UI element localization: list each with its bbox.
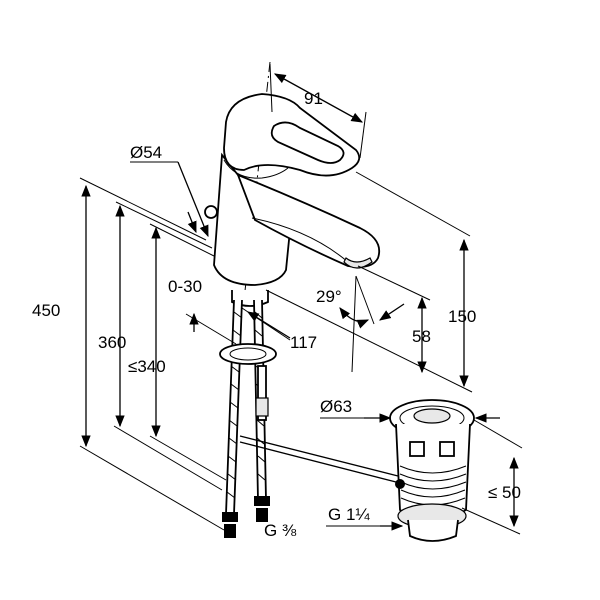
spout-aerator bbox=[343, 257, 373, 269]
hose-left bbox=[225, 299, 243, 515]
label-450: 450 bbox=[32, 301, 60, 320]
dim-54-line bbox=[177, 161, 209, 238]
label-g-1-1-4: G 1¼ bbox=[328, 505, 370, 524]
drain-plug bbox=[413, 408, 451, 424]
faucet-column bbox=[213, 152, 291, 286]
washer-inner bbox=[229, 347, 267, 361]
faucet-spout bbox=[236, 173, 381, 268]
label-g-3-8: G ⅜ bbox=[264, 521, 297, 540]
dimension-lines bbox=[79, 63, 523, 535]
label-340: ≤340 bbox=[128, 357, 166, 376]
lever-slot bbox=[270, 121, 345, 164]
label-117: 117 bbox=[290, 333, 317, 352]
hose-fitting-right bbox=[254, 496, 270, 522]
label-29-deg: 29° bbox=[316, 287, 342, 306]
dim-91-line bbox=[273, 73, 364, 123]
supply-hoses bbox=[219, 299, 399, 538]
label-150: 150 bbox=[448, 307, 476, 326]
dim-29-arc bbox=[339, 307, 370, 329]
handle-base-ring bbox=[223, 159, 289, 179]
mounting-rod bbox=[257, 365, 267, 421]
spout-edge bbox=[251, 217, 349, 263]
pop-up-linkage bbox=[395, 479, 405, 489]
mounting-washer bbox=[219, 343, 277, 365]
label-58: 58 bbox=[412, 327, 431, 346]
pop-up-rod bbox=[239, 435, 399, 477]
pop-up-knob bbox=[204, 205, 218, 219]
drain-thread bbox=[399, 465, 467, 506]
drain-waste bbox=[389, 399, 475, 542]
label-91: 91 bbox=[304, 89, 323, 108]
label-50: ≤ 50 bbox=[488, 483, 521, 502]
label-0-30: 0-30 bbox=[168, 277, 202, 296]
mounting-rod-nut bbox=[255, 397, 269, 417]
label-360: 360 bbox=[98, 333, 126, 352]
hose-fitting-left bbox=[222, 512, 238, 538]
faucet-body bbox=[204, 61, 381, 307]
dim-117-line bbox=[247, 311, 291, 339]
label-dia-54: Ø54 bbox=[130, 143, 162, 162]
label-dia-63: Ø63 bbox=[320, 397, 352, 416]
dimension-labels: 91 Ø54 450 360 ≤340 0-30 29° 117 58 150 … bbox=[32, 89, 521, 540]
